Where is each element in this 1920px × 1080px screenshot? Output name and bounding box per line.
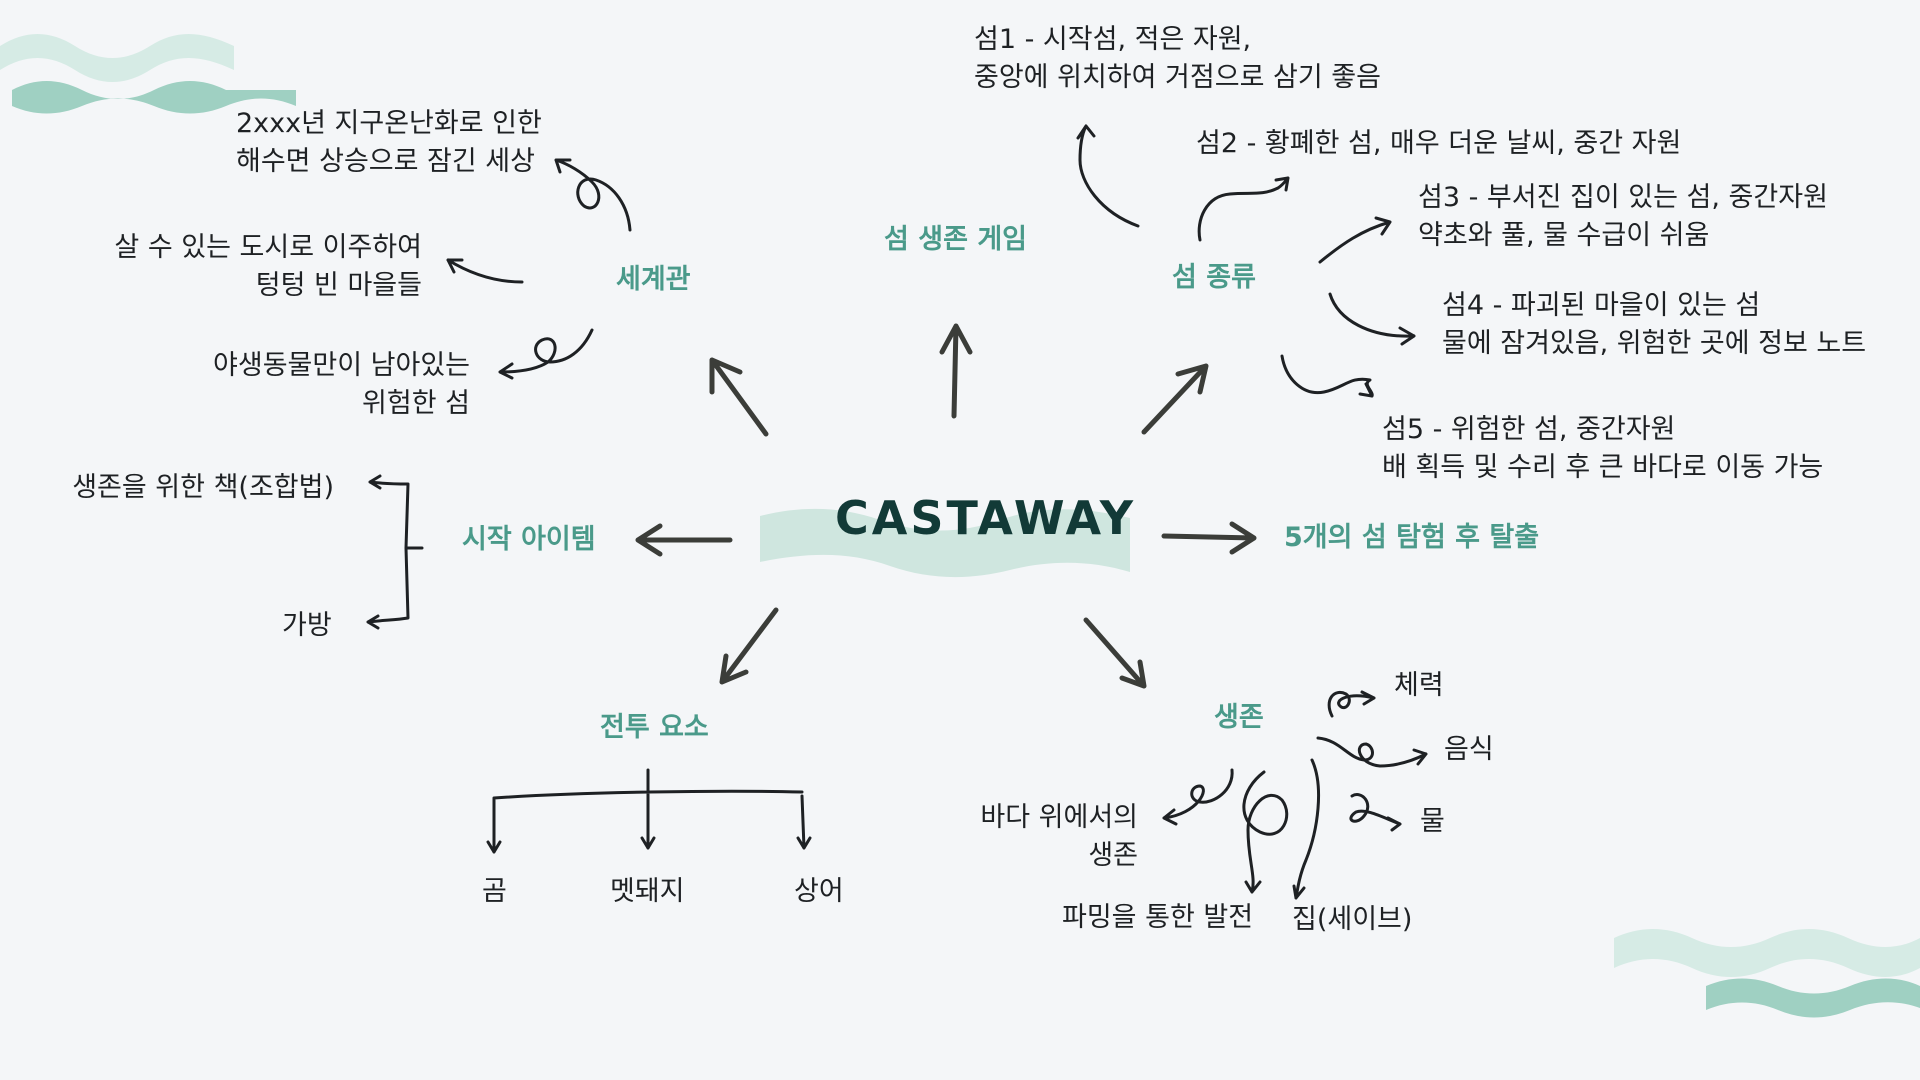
survival-farming: 파밍을 통한 발전 [1062,902,1254,933]
survival-food: 음식 [1444,734,1494,765]
world-item-1-line-2: 해수면 상승으로 잠긴 세상 [236,146,535,177]
wave-decoration-top-2 [12,81,296,114]
arrow-island-2 [1197,176,1290,242]
arrow-to-world [709,357,769,437]
title-wave-decoration [760,508,1130,578]
arrow-to-combat [719,607,779,685]
arrow-survival-home [1292,758,1321,900]
arrow-world-3 [498,328,594,380]
island-5-line-2: 배 획득 및 수리 후 큰 바다로 이동 가능 [1382,452,1824,483]
world-item-2-line-2: 텅텅 빈 마을들 [255,270,422,301]
category-combat: 전투 요소 [600,712,709,743]
arrow-to-escape [1161,521,1257,555]
island-4-line-2: 물에 잠겨있음, 위험한 곳에 정보 노트 [1442,328,1867,359]
island-1-line-2: 중앙에 위치하여 거점으로 삼기 좋음 [974,62,1381,93]
category-escape: 5개의 섬 탐험 후 탈출 [1284,522,1540,553]
category-survival: 생존 [1214,702,1264,733]
arrow-world-2 [446,258,524,284]
island-5-line-1: 섬5 - 위험한 섬, 중간자원 [1382,414,1676,445]
arrow-to-islands [1141,363,1209,435]
arrow-survival-farming [1242,770,1289,894]
arrow-island-5 [1280,354,1374,398]
arrow-island-4 [1328,292,1416,346]
start-item-bag: 가방 [282,610,332,641]
arrow-survival-sea [1162,768,1234,826]
wave-decoration-bottom-2 [1706,978,1920,1018]
survival-water: 물 [1420,806,1445,837]
combat-boar: 멧돼지 [610,876,685,907]
arrow-world-1 [554,158,632,232]
category-game: 섬 생존 게임 [884,224,1027,255]
survival-sea-line-1: 바다 위에서의 [980,802,1138,833]
island-3-line-1: 섬3 - 부서진 집이 있는 섬, 중간자원 [1418,182,1828,213]
map-title: CASTAWAY [835,491,1137,545]
wave-decoration-bottom-1 [1614,929,1920,977]
arrow-survival-stamina [1327,690,1376,718]
category-island-types: 섬 종류 [1172,262,1256,293]
combat-shark: 상어 [794,876,844,907]
island-4-line-1: 섬4 - 파괴된 마을이 있는 섬 [1442,290,1761,321]
wave-decoration-top-1 [0,34,234,82]
category-start-items: 시작 아이템 [462,524,596,555]
arrow-survival-water [1349,793,1402,832]
arrow-to-start-items [635,523,733,557]
survival-home: 집(세이브) [1292,904,1413,935]
world-item-3-line-2: 위험한 섬 [362,388,470,419]
arrow-island-1 [1076,124,1140,228]
arrow-island-3 [1318,216,1392,264]
world-item-1-line-1: 2xxx년 지구온난화로 인한 [236,108,542,139]
survival-stamina: 체력 [1394,670,1444,701]
island-1-line-1: 섬1 - 시작섬, 적은 자원, [974,24,1252,55]
arrow-survival-food [1316,736,1428,768]
start-items-bracket [366,474,424,630]
world-item-2-line-1: 살 수 있는 도시로 이주하여 [114,232,422,263]
arrow-to-survival [1083,617,1147,689]
island-3-line-2: 약초와 풀, 물 수급이 쉬움 [1418,220,1710,251]
survival-sea-line-2: 생존 [1088,840,1138,871]
category-world: 세계관 [616,264,691,295]
arrow-to-game [939,323,973,419]
world-item-3-line-1: 야생동물만이 남아있는 [213,350,470,381]
combat-bear: 곰 [482,876,507,907]
island-2: 섬2 - 황폐한 섬, 매우 더운 날씨, 중간 자원 [1196,128,1682,159]
combat-tree [486,768,812,854]
start-item-book: 생존을 위한 책(조합법) [72,472,334,503]
